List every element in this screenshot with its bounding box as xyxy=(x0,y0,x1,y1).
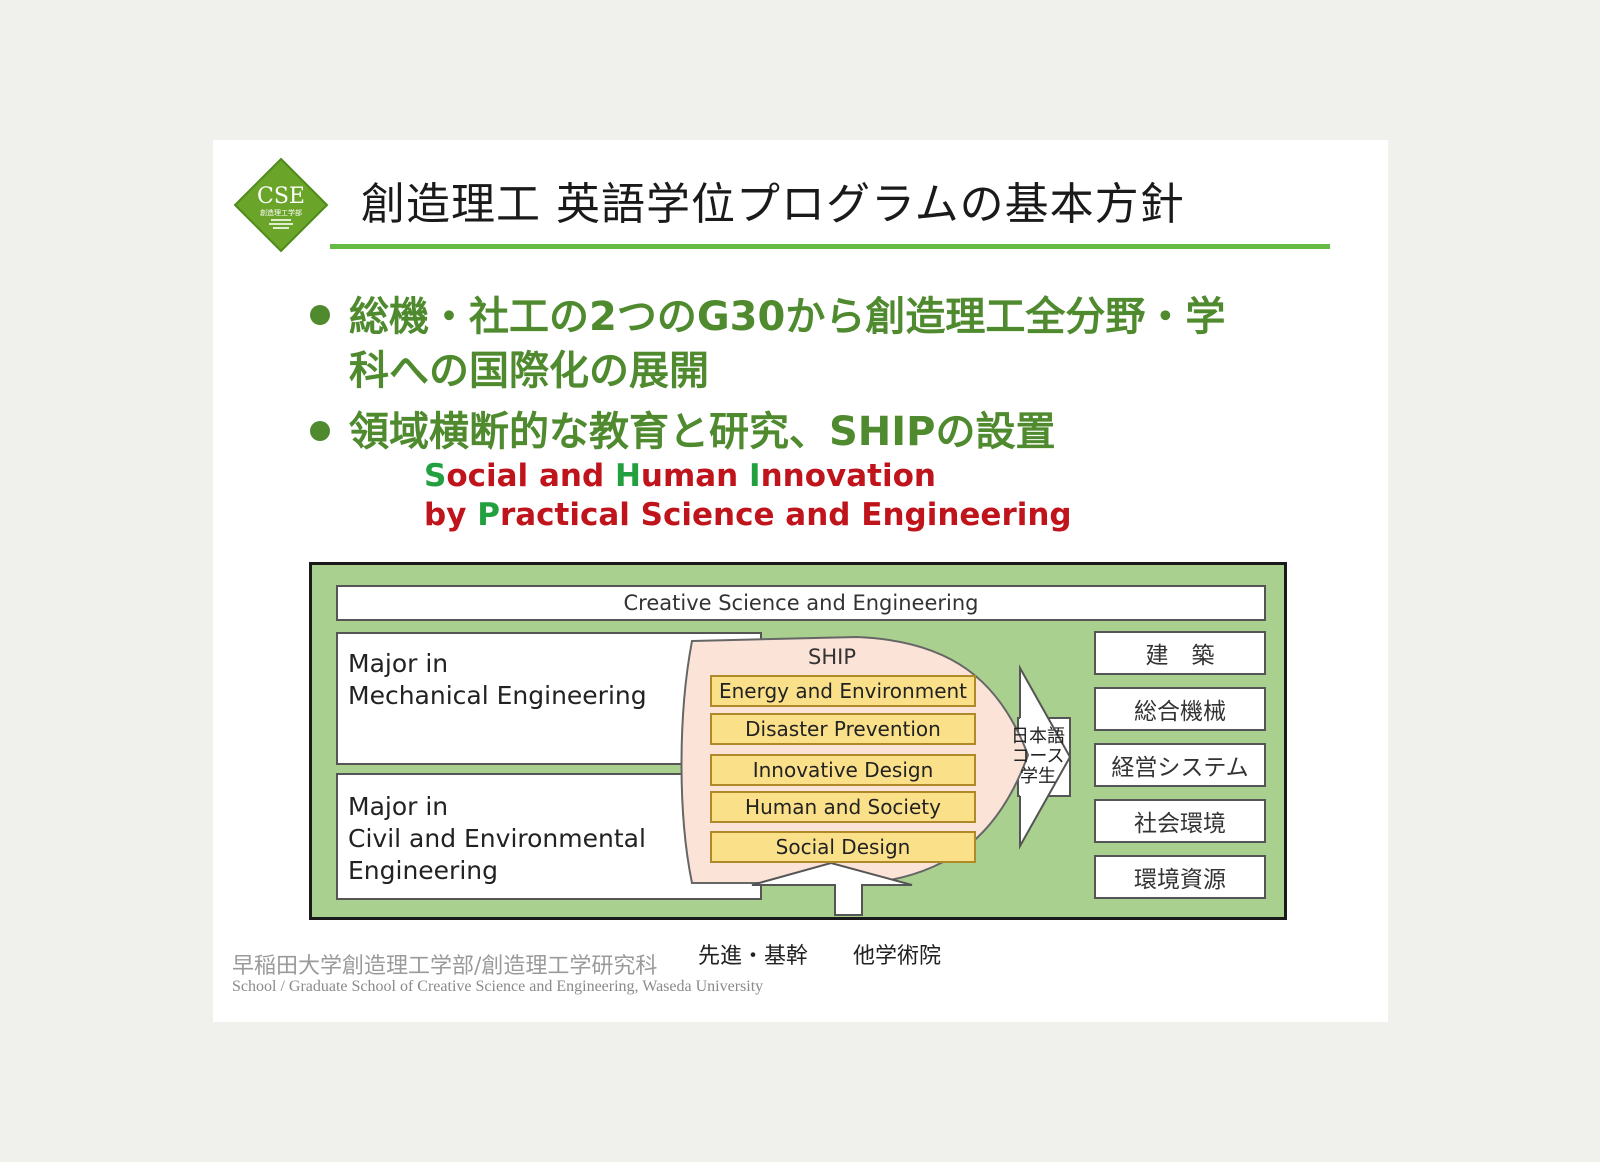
logo-subtext: 創造理工学部 xyxy=(260,208,302,217)
acronym-text: ractical Science and Engineering xyxy=(499,497,1072,533)
ship-acronym-line-2: by Practical Science and Engineering xyxy=(424,497,1072,533)
japanese-course-label: 日本語 コース 学生 xyxy=(1008,727,1068,787)
bullet-1-line-1: 総機・社工の2つのG30から創造理工全分野・学 xyxy=(349,294,1226,340)
jp-label-line: 日本語 xyxy=(1011,726,1065,747)
footer-english: School / Graduate School of Creative Sci… xyxy=(232,978,764,995)
page-title: 創造理工 英語学位プログラムの基本方針 xyxy=(361,179,1185,230)
acronym-letter: I xyxy=(749,458,761,494)
department-resources: 環境資源 xyxy=(1094,855,1266,899)
bottom-label-other-faculties: 他学術院 xyxy=(853,944,942,969)
acronym-text: ocial and xyxy=(446,458,615,494)
major-civil-line: Major in xyxy=(348,792,449,821)
acronym-letter: H xyxy=(614,458,641,494)
ship-label: SHIP xyxy=(808,645,856,669)
ship-topic: Disaster Prevention xyxy=(710,713,976,745)
program-diagram: Creative Science and Engineering Major i… xyxy=(309,562,1287,920)
major-mech-line: Major in xyxy=(348,649,449,678)
jp-label-line: コース xyxy=(1011,746,1065,767)
bottom-label-advanced: 先進・基幹 xyxy=(698,944,809,969)
acronym-text: by xyxy=(424,497,478,533)
bullet-dot xyxy=(310,421,330,441)
major-civil-line: Engineering xyxy=(348,856,498,885)
bullet-1-line-2: 科への国際化の展開 xyxy=(349,348,709,394)
acronym-letter: S xyxy=(424,458,447,494)
major-mech-line: Mechanical Engineering xyxy=(348,681,647,710)
ship-topic: Energy and Environment xyxy=(710,675,976,707)
ship-topic: Human and Society xyxy=(710,791,976,823)
department-mechanical: 総合機械 xyxy=(1094,687,1266,731)
department-civil: 社会環境 xyxy=(1094,799,1266,843)
bullet-2-line-1: 領域横断的な教育と研究、SHIPの設置 xyxy=(349,409,1056,455)
acronym-text: nnovation xyxy=(760,458,936,494)
major-civil-line: Civil and Environmental xyxy=(348,824,646,853)
ship-acronym-line-1: Social and Human Innovation xyxy=(424,458,936,494)
cse-header-box: Creative Science and Engineering xyxy=(336,585,1266,621)
title-underline xyxy=(330,244,1330,249)
department-architecture: 建 築 xyxy=(1094,631,1266,675)
ship-topic: Innovative Design xyxy=(710,754,976,786)
department-management: 経営システム xyxy=(1094,743,1266,787)
bullet-dot xyxy=(310,305,330,325)
slide: CSE 創造理工学部 創造理工 英語学位プログラムの基本方針 総機・社工の2つの… xyxy=(213,140,1388,1022)
jp-label-line: 学生 xyxy=(1020,766,1056,787)
cse-logo: CSE 創造理工学部 xyxy=(233,157,329,253)
ship-topic: Social Design xyxy=(710,831,976,863)
acronym-text: uman xyxy=(640,458,750,494)
footer-japanese: 早稲田大学創造理工学部/創造理工学研究科 xyxy=(232,954,658,979)
acronym-letter: P xyxy=(477,497,500,533)
logo-text: CSE xyxy=(257,184,305,209)
